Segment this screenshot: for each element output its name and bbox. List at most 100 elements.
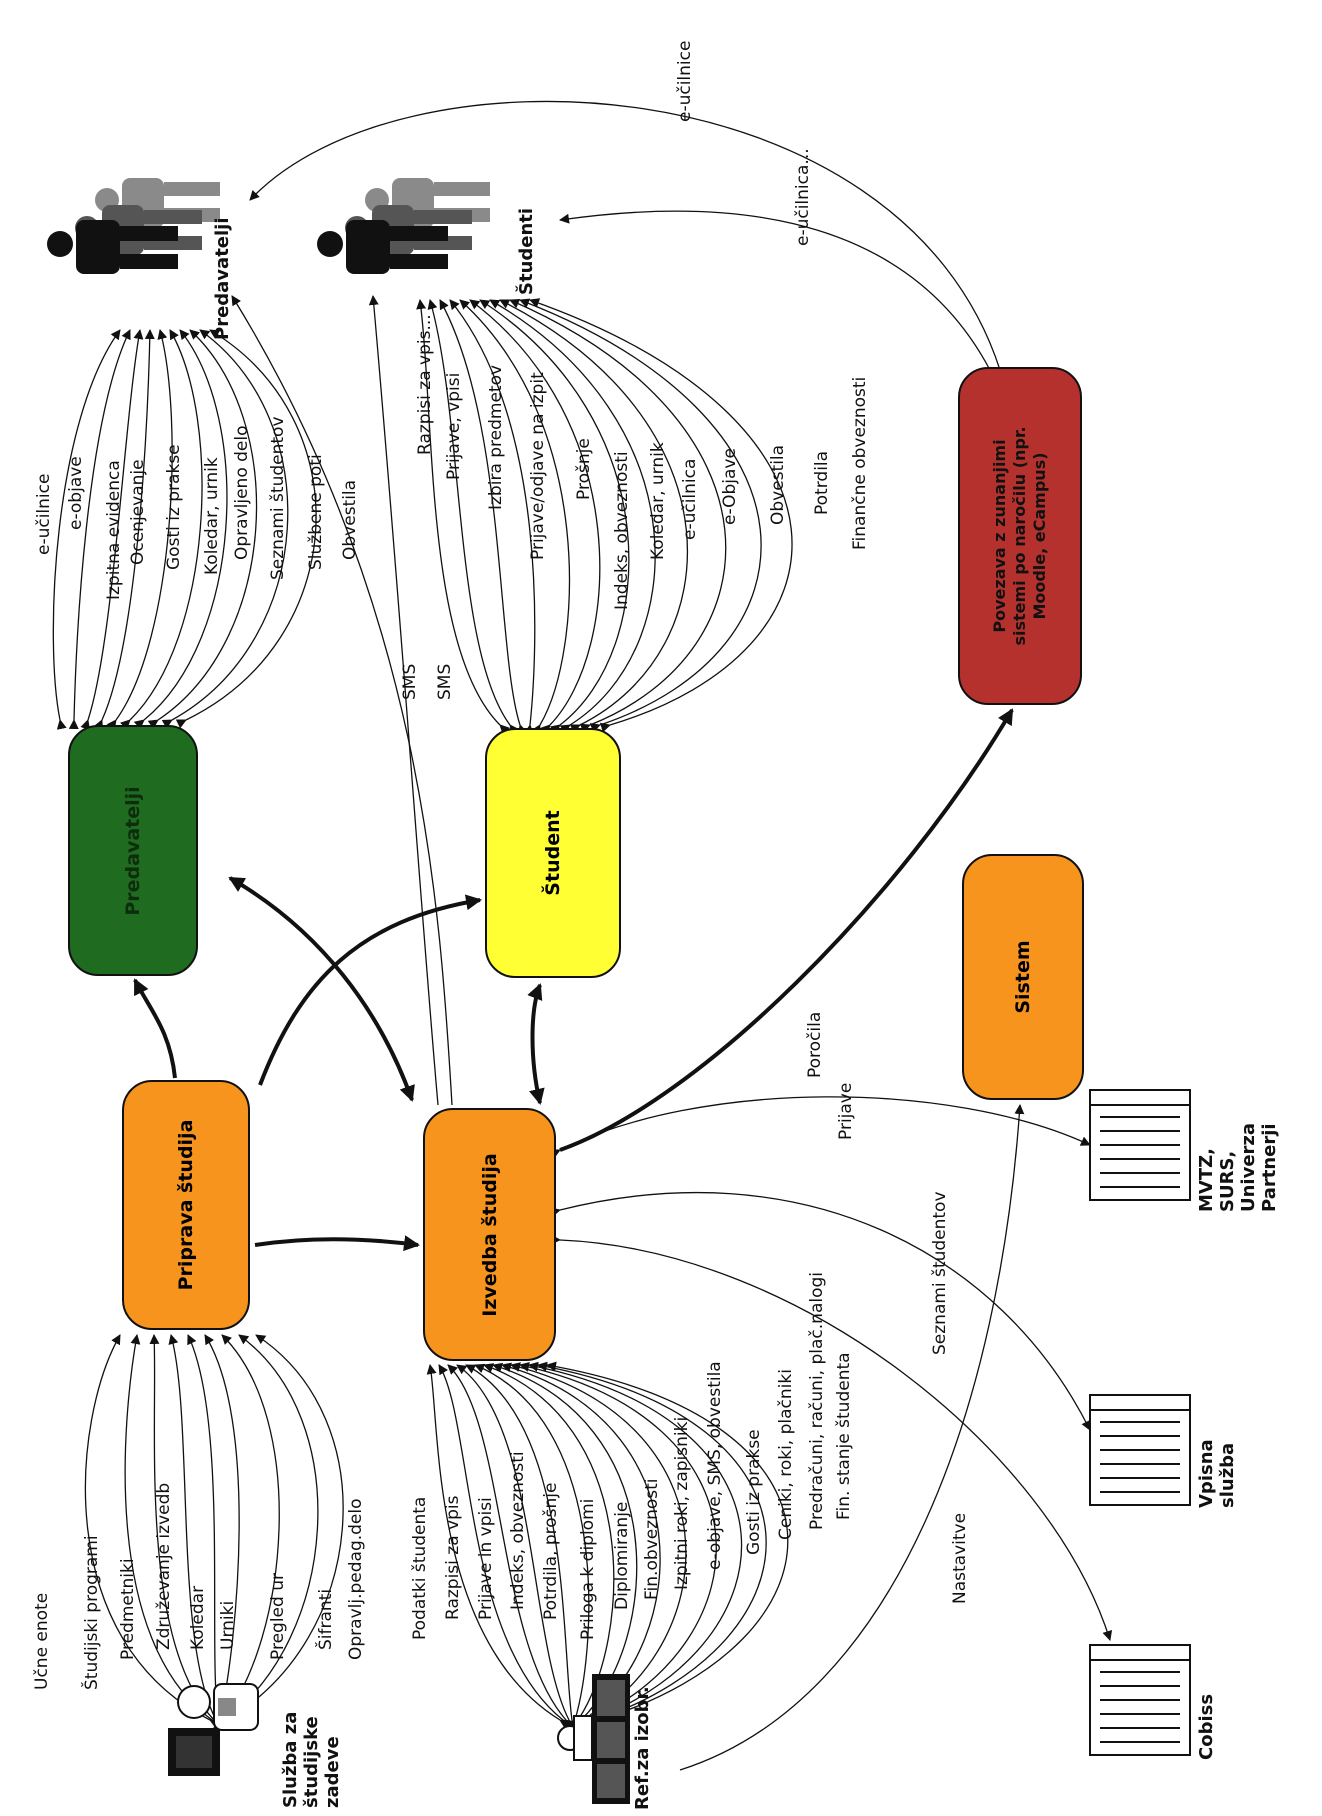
priprava-izvedba-link [254,1235,420,1252]
predavatelji-flow-label: e-učilnice [34,473,54,555]
nastavitve-label: Nastavitve [950,1512,970,1604]
referat-flow-label: Diplomiranje [612,1501,632,1610]
predavatelji-box[interactable]: Predavatelji [68,725,198,976]
predavatelji-link [161,329,289,729]
predavatelji-flow-label: Službene poti [306,454,326,570]
sluzba-priprava-link [215,1334,344,1729]
vpisna-line1: Vpisna [1196,1439,1217,1508]
predavatelji-actor-label: Predavatelji [212,217,233,340]
mvtz-line3: Univerza [1238,1122,1259,1212]
clerk-cabinet-icon [557,1674,630,1804]
referat-flow-label: Predračuni, računi, plač.nalogi [807,1272,827,1530]
predavatelji-flow-label: Opravljeno delo [232,425,252,561]
referat-flow-label: Gosti iz prakse [744,1429,764,1555]
predavatelji-flow-label: Seznami študentov [268,416,288,580]
cobiss-actor-label: Cobiss [1196,1694,1217,1760]
referat-flow-label: Prijave in vpisi [476,1497,496,1620]
vpisna-building-icon [1089,1394,1191,1506]
studenti-flow-label: Izbira predmetov [486,364,506,510]
sluzba-line3: zadeve [322,1736,343,1808]
students-group-icon [317,178,490,274]
sluzba-flow-label: Predmetniki [118,1558,138,1660]
cobiss-line1: Cobiss [1196,1693,1217,1760]
predavatelji-flow-label: Obvestila [340,479,360,560]
referat-flow-label: e-objave, SMS, obvestila [705,1361,725,1570]
sluzba-flow-label: Učne enote [32,1592,52,1690]
predavatelji-actor-line1: Predavatelji [212,217,233,340]
studenti-flow-label: Obvestila [768,444,788,525]
porocila-link [549,1096,1091,1159]
studenti-flow-label: Razpisi za vpis... [415,314,435,455]
referat-flow-label: Potrdila, prošnje [541,1482,561,1621]
sluzba-flow-label: Urniki [218,1600,238,1650]
priprava-studija-box[interactable]: Priprava študija [122,1080,250,1330]
referat-actor-label: Ref.za izobr. [632,1686,653,1810]
studenti-flow-label: e-Objave [720,448,740,525]
eucilnice-label: e-učilnice [675,40,695,122]
referat-flow-label: Ceniki, roki, plačniki [776,1369,796,1540]
sluzba-flow-label: Pregled ur [268,1573,288,1660]
izvedba-povezava-link [559,708,1014,1152]
sluzba-line2: študijske [301,1716,322,1808]
porocila-label: Poročila [805,1011,825,1078]
mvtz-line1: MVTZ, [1196,1147,1217,1212]
sluzba-flow-label: Združevanje izvedb [154,1482,174,1650]
sluzba-flow-label: Študijski programi [82,1535,102,1690]
studenti-flow-label: Prijave, vpisi [444,372,464,480]
studenti-flow-label: Finančne obveznosti [850,376,870,550]
referat-flow-label: Podatki študenta [410,1496,430,1640]
referat-flow-label: Priloga k diplomi [578,1498,598,1640]
referat-flow-label: Fin.obveznosti [642,1478,662,1601]
referat-flow-label: Indeks, obveznosti [508,1451,528,1610]
eucilnica-label: e-učilnica... [793,148,813,246]
sms-link [368,295,439,1106]
referat-flow-label: Izpitni roki, zapisniki [672,1416,692,1590]
sluzba-line1: Služba za [280,1711,301,1808]
mvtz-actor-label: MVTZ, SURS, Univerza Partnerji [1196,1123,1280,1212]
predavatelji-flow-label: e-objave [66,456,86,530]
seznami-link [550,1234,1113,1641]
vpisna-actor-label: Vpisna služba [1196,1439,1238,1508]
vpisna-line2: služba [1217,1442,1238,1508]
nastavitve-link [679,1104,1025,1771]
sluzba-actor-label: Služba za študijske zadeve [280,1712,343,1808]
studenti-flow-label: e-učilnica [680,458,700,540]
eucilnica-link [559,210,999,381]
studenti-flow-label: Prošnje [574,438,594,500]
studenti-flow-label: Prijave/odjave na izpit [528,372,548,560]
studenti-flow-label: Indeks, obveznosti [612,451,632,610]
student-box[interactable]: Študent [485,728,621,978]
prijave-label: Prijave [836,1082,856,1140]
priprava-predavatelji-link [133,978,177,1079]
cobiss-building-icon [1089,1644,1191,1756]
studenti-flow-label: Potrdila [812,450,832,515]
sistem-box[interactable]: Sistem [962,854,1084,1100]
predavatelji-flow-label: Gosti iz prakse [164,444,184,570]
povezava-box[interactable]: Povezava z zunanjimi sistemi po naročilu… [958,367,1082,705]
studenti-actor-label: Študenti [516,208,537,295]
lecturers-group-icon [47,178,220,274]
predavatelji-flow-label: Izpitna evidenca [104,460,124,600]
sms-label: SMS [435,663,455,700]
studenti-flow-label: Koledar, urnik [648,442,668,560]
seznami-label: Seznami študentov [930,1191,950,1355]
izvedba-student-link [527,983,545,1105]
izvedba-studija-box[interactable]: Izvedba študija [423,1108,556,1361]
sluzba-flow-label: Opravlj.pedag.delo [346,1498,366,1660]
mvtz-line4: Partnerji [1259,1123,1280,1212]
predavatelji-flow-label: Koledar, urnik [202,457,222,575]
predavatelji-flow-label: Ocenjevanje [128,459,148,565]
referat-flow-label: Razpisi za vpis [443,1495,463,1620]
sluzba-flow-label: Koledar [188,1585,208,1650]
sluzba-flow-label: Šifranti [316,1588,336,1650]
studenti-actor-line1: Študenti [516,207,537,295]
referat-line1: Ref.za izobr. [632,1686,653,1810]
referat-flow-label: Fin. stanje študenta [834,1352,854,1520]
clerk-icon [168,1683,259,1776]
mvtz-line2: SURS, [1217,1150,1238,1212]
sms-link [231,295,453,1106]
mvtz-building-icon [1089,1089,1191,1201]
predavatelji-izvedba-link [228,876,415,1102]
